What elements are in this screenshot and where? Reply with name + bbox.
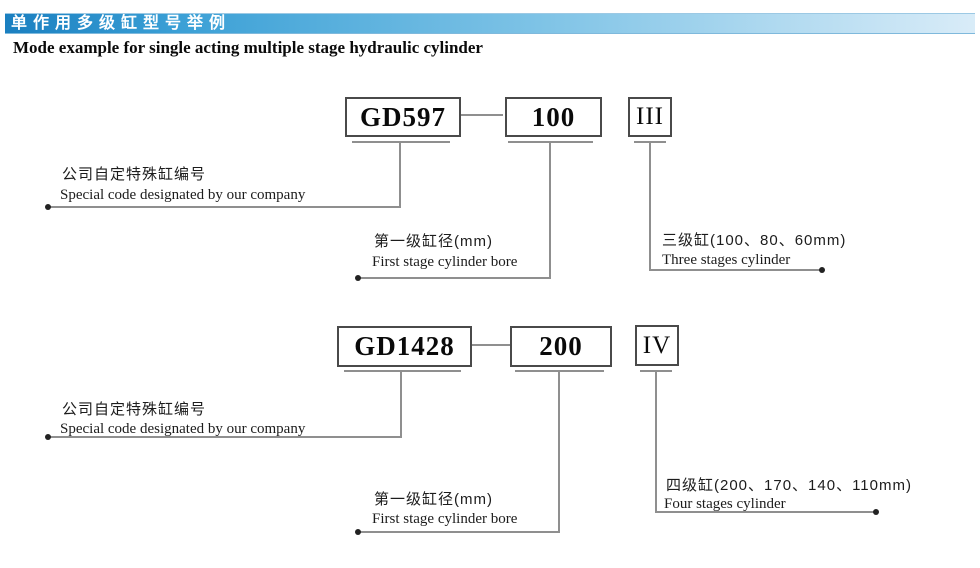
section-subtitle-en: Mode example for single acting multiple … <box>13 38 483 57</box>
stage-label-zh: 三级缸(100、80、60mm) <box>662 232 847 249</box>
stage-leader-dot <box>819 267 825 273</box>
stage-drop-line <box>655 370 657 513</box>
stage-label-en: Three stages cylinder <box>662 252 791 268</box>
code-drop-line <box>399 141 401 207</box>
bore-label-en: First stage cylinder bore <box>372 254 518 270</box>
code-drop-line <box>400 370 402 437</box>
code-leader-line <box>48 436 402 438</box>
bore-drop-line <box>558 370 560 533</box>
bore-label-zh: 第一级缸径(mm) <box>374 491 493 508</box>
code-bore-connector-line <box>461 114 503 116</box>
bore-leader-dot <box>355 275 361 281</box>
code-label-en: Special code designated by our company <box>60 421 306 437</box>
bore-leader-line <box>358 277 551 279</box>
model-code-box: GD1428 <box>337 326 472 367</box>
bore-size-box: 100 <box>505 97 602 137</box>
stage-leader-dot <box>873 509 879 515</box>
code-leader-dot <box>45 204 51 210</box>
stage-drop-line <box>649 141 651 270</box>
bore-leader-line <box>358 531 560 533</box>
bore-label-zh: 第一级缸径(mm) <box>374 233 493 250</box>
stage-leader-line <box>649 269 823 271</box>
section-title-zh: 单作用多级缸型号举例 <box>11 15 232 32</box>
stage-label-zh: 四级缸(200、170、140、110mm) <box>666 477 912 494</box>
bore-size-box: 200 <box>510 326 612 367</box>
stage-leader-line <box>655 511 877 513</box>
code-label-zh: 公司自定特殊缸编号 <box>62 401 207 418</box>
code-leader-dot <box>45 434 51 440</box>
code-box-underline <box>352 141 450 143</box>
code-label-zh: 公司自定特殊缸编号 <box>62 166 207 183</box>
code-box-underline <box>344 370 461 372</box>
stage-count-box: IV <box>635 325 679 366</box>
code-label-en: Special code designated by our company <box>60 187 306 203</box>
stage-count-box: III <box>628 97 672 137</box>
stage-label-en: Four stages cylinder <box>664 496 786 512</box>
bore-leader-dot <box>355 529 361 535</box>
code-leader-line <box>48 206 401 208</box>
bore-drop-line <box>549 141 551 278</box>
section-header-bar: 单作用多级缸型号举例 <box>5 13 975 34</box>
bore-label-en: First stage cylinder bore <box>372 511 518 527</box>
code-bore-connector-line <box>472 344 510 346</box>
model-code-box: GD597 <box>345 97 461 137</box>
